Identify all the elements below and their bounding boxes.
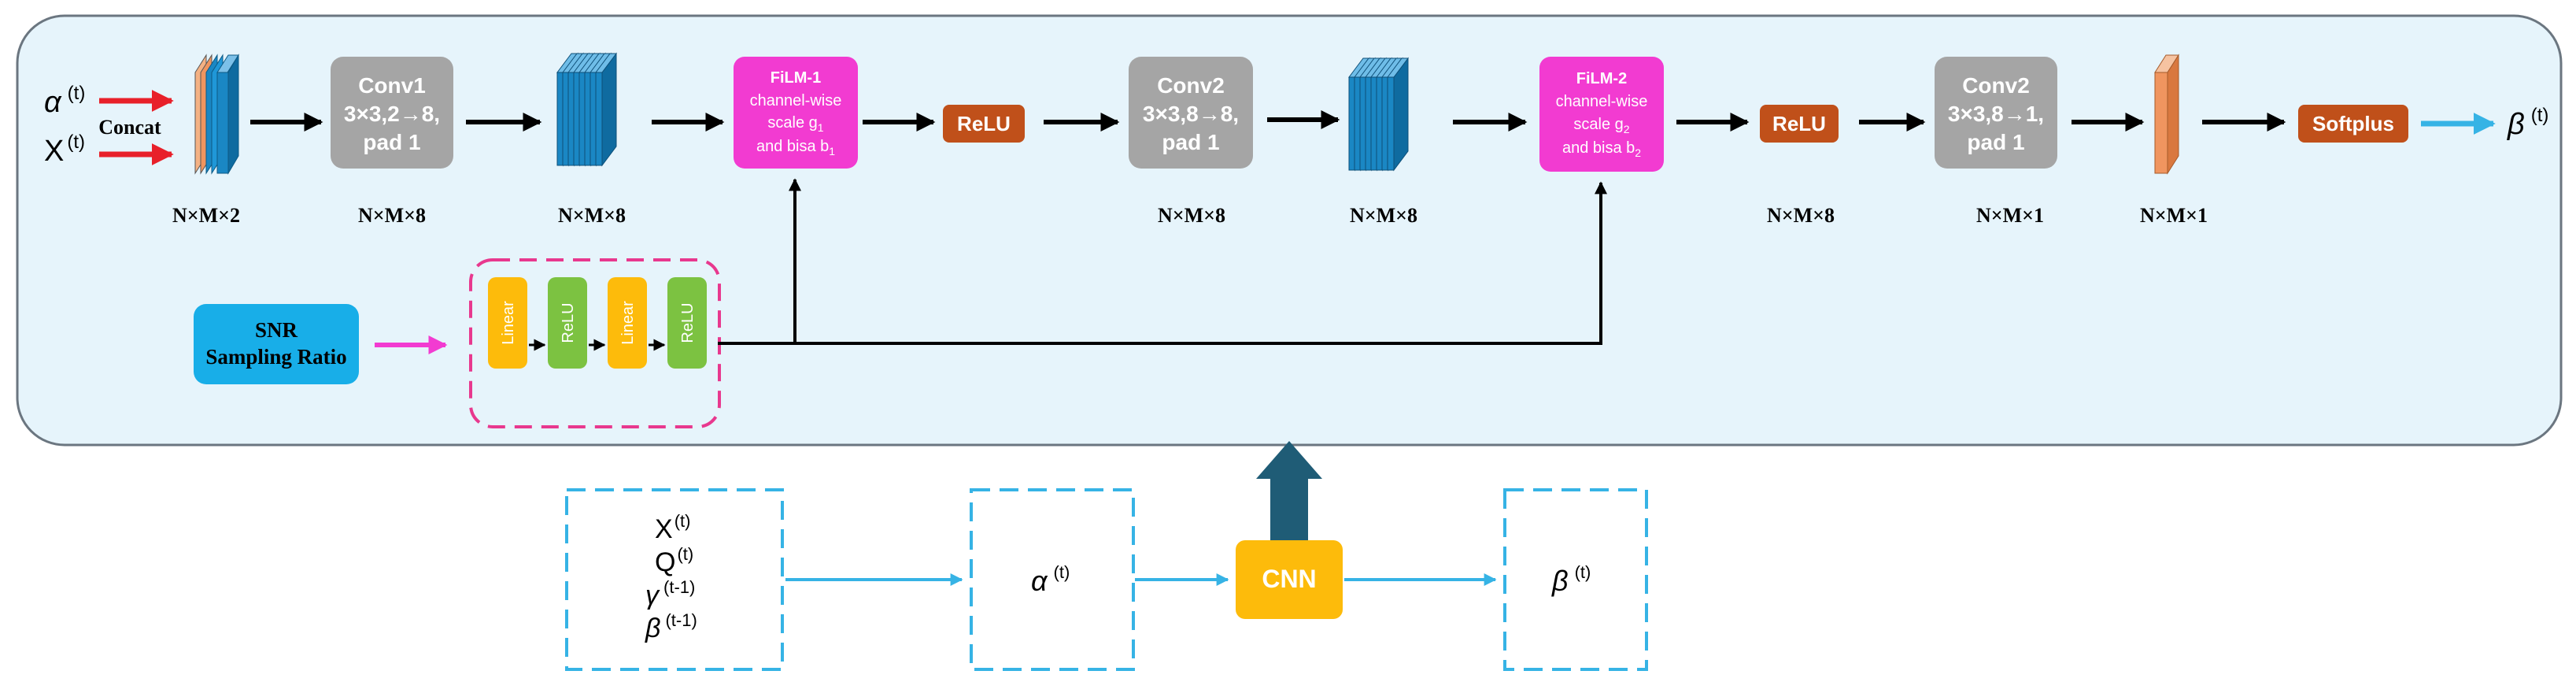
relu2-block: ReLU bbox=[1760, 105, 1839, 143]
svg-text:Q(t): Q(t) bbox=[655, 544, 693, 577]
svg-text:ReLU: ReLU bbox=[560, 302, 577, 343]
svg-text:ReLU: ReLU bbox=[957, 112, 1011, 135]
snr-input-block: SNR Sampling Ratio bbox=[194, 304, 359, 384]
input-tensor bbox=[194, 54, 239, 175]
dim-label-1: N×M×2 bbox=[172, 204, 240, 227]
dim-label-5: N×M×8 bbox=[1350, 204, 1417, 227]
beta-output-label: β(t) bbox=[2507, 105, 2548, 141]
softplus-block: Softplus bbox=[2298, 105, 2408, 143]
svg-text:Sampling Ratio: Sampling Ratio bbox=[205, 345, 346, 369]
svg-text:X(t): X(t) bbox=[655, 511, 690, 544]
conv2b-block: Conv2 3×3,8→1, pad 1 bbox=[1935, 57, 2057, 169]
svg-text:Linear: Linear bbox=[619, 301, 637, 345]
inputs-box: X(t) Q(t) γ(t-1) β(t-1) bbox=[565, 488, 784, 671]
svg-text:scale g2: scale g2 bbox=[1573, 116, 1629, 135]
svg-text:Conv2: Conv2 bbox=[1157, 73, 1225, 98]
mlp-linear-2: Linear bbox=[608, 277, 647, 369]
output-tensor bbox=[2154, 54, 2179, 175]
svg-text:FiLM-2: FiLM-2 bbox=[1576, 70, 1627, 87]
svg-text:3×3,2→8,: 3×3,2→8, bbox=[344, 102, 440, 126]
svg-text:CNN: CNN bbox=[1262, 565, 1316, 593]
cond-line-main bbox=[718, 181, 1607, 345]
dim-label-6: N×M×8 bbox=[1767, 204, 1835, 227]
svg-text:channel-wise: channel-wise bbox=[1556, 93, 1648, 110]
svg-text:Conv1: Conv1 bbox=[358, 73, 426, 98]
svg-text:ReLU: ReLU bbox=[679, 302, 697, 343]
svg-text:3×3,8→8,: 3×3,8→8, bbox=[1143, 102, 1239, 126]
svg-text:α(t): α(t) bbox=[1031, 562, 1070, 597]
dim-label-8: N×M×1 bbox=[2140, 204, 2208, 227]
mlp-relu-2: ReLU bbox=[667, 277, 707, 369]
alpha-input-label: α(t) bbox=[44, 83, 85, 119]
svg-text:3×3,8→1,: 3×3,8→1, bbox=[1948, 102, 2044, 126]
cnn-block: CNN bbox=[1236, 540, 1343, 619]
concat-label: Concat bbox=[98, 116, 161, 139]
feature-tensor-2 bbox=[1348, 57, 1409, 172]
svg-text:pad 1: pad 1 bbox=[1162, 130, 1219, 154]
relu1-block: ReLU bbox=[943, 105, 1025, 143]
svg-text:and bisa b1: and bisa b1 bbox=[756, 138, 835, 158]
film2-block: FiLM-2 channel-wise scale g2 and bisa b2 bbox=[1539, 57, 1664, 172]
up-arrow bbox=[1256, 441, 1322, 543]
svg-text:β(t-1): β(t-1) bbox=[645, 610, 697, 643]
dim-label-2: N×M×8 bbox=[358, 204, 426, 227]
beta-box: β(t) bbox=[1503, 488, 1648, 671]
svg-text:Linear: Linear bbox=[500, 301, 517, 345]
dim-label-3: N×M×8 bbox=[558, 204, 626, 227]
film1-block: FiLM-1 channel-wise scale g1 and bisa b1 bbox=[734, 57, 858, 169]
svg-text:ReLU: ReLU bbox=[1772, 112, 1826, 135]
feature-tensor-1 bbox=[556, 52, 617, 167]
svg-text:γ(t-1): γ(t-1) bbox=[645, 577, 695, 610]
svg-text:Softplus: Softplus bbox=[2312, 112, 2394, 135]
svg-text:channel-wise: channel-wise bbox=[750, 92, 842, 109]
dim-label-4: N×M×8 bbox=[1158, 204, 1225, 227]
svg-text:pad 1: pad 1 bbox=[363, 130, 420, 154]
alpha-box: α(t) bbox=[970, 488, 1135, 671]
conv2a-block: Conv2 3×3,8→8, pad 1 bbox=[1129, 57, 1253, 169]
svg-text:FiLM-1: FiLM-1 bbox=[771, 69, 821, 87]
svg-text:scale g1: scale g1 bbox=[767, 114, 823, 134]
x-input-label: X(t) bbox=[44, 132, 85, 168]
svg-text:Conv2: Conv2 bbox=[1962, 73, 2030, 98]
dim-label-7: N×M×1 bbox=[1976, 204, 2044, 227]
conv1-block: Conv1 3×3,2→8, pad 1 bbox=[331, 57, 453, 169]
svg-text:and bisa b2: and bisa b2 bbox=[1562, 139, 1641, 159]
mlp-linear-1: Linear bbox=[488, 277, 527, 369]
mlp-relu-1: ReLU bbox=[548, 277, 587, 369]
svg-text:β(t): β(t) bbox=[1551, 562, 1591, 597]
svg-text:SNR: SNR bbox=[255, 318, 298, 342]
svg-text:pad 1: pad 1 bbox=[1967, 130, 2024, 154]
